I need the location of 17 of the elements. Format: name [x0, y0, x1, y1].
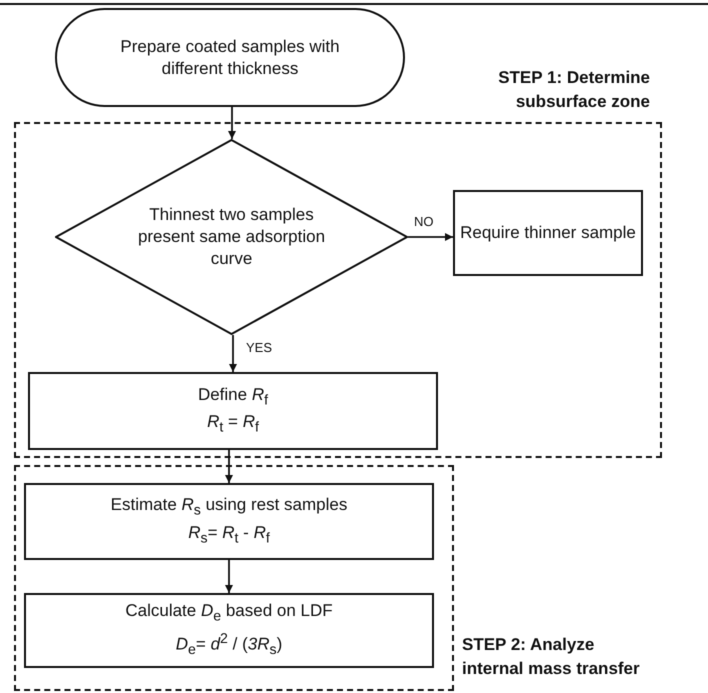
process-box	[28, 372, 438, 450]
step-text: Estimate R$_{s}$ using rest samples	[110, 494, 348, 520]
step-text: Prepare coated samples with different thickness	[119, 36, 341, 80]
group-heading: STEP 2: Analyze internal mass transfer	[462, 634, 640, 680]
process-box	[24, 593, 434, 668]
step-text: Define R$_{f}$	[198, 384, 268, 410]
group-heading: STEP 1: Determine subsurface zone	[498, 67, 650, 113]
edge-label: YES	[244, 340, 274, 355]
step-text: Calculate D$_{e}$ based on LDF	[125, 600, 333, 627]
step-text: R$_{s}$= R$_{t}$ - R$_{f}$	[188, 522, 270, 548]
process-box	[453, 190, 643, 276]
edge-label: NO	[412, 214, 436, 229]
step-text: Require thinner sample	[460, 222, 636, 244]
step-text: D$_{e}$= d$^{2}$ / (3R$_{s}$)	[176, 630, 282, 660]
process-box	[24, 483, 434, 560]
step-text: Thinnest two samples present same adsorption curve	[136, 204, 326, 270]
step-text: R$_{t}$ = R$_{f}$	[207, 411, 259, 438]
